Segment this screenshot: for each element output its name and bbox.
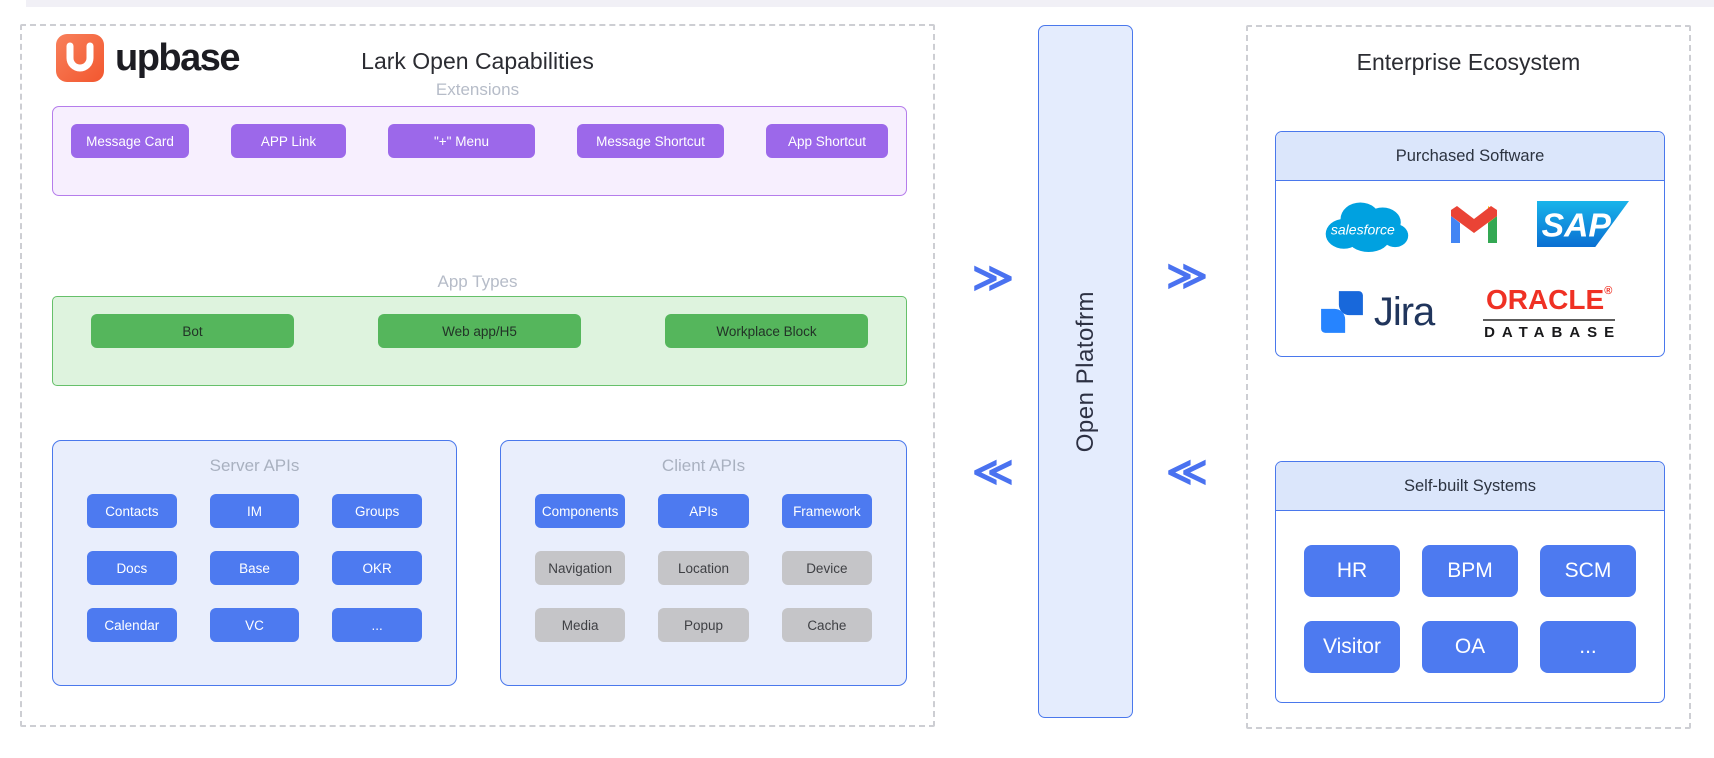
top-edge-strip: [26, 0, 1714, 7]
server-api-chip[interactable]: VC: [209, 608, 300, 642]
oracle-database-logo: ORACLE ® DATABASE: [1477, 284, 1621, 341]
client-api-chip[interactable]: Location: [658, 551, 749, 585]
client-apis-box: Client APIs Components APIs Framework Na…: [500, 440, 907, 686]
server-api-chip[interactable]: ...: [332, 608, 422, 642]
oracle-divider: [1483, 318, 1616, 321]
extensions-container: Message Card APP Link "+" Menu Message S…: [52, 106, 907, 196]
client-api-chip[interactable]: Popup: [658, 608, 749, 642]
system-button[interactable]: Visitor: [1304, 621, 1400, 673]
salesforce-logo: salesforce: [1325, 202, 1408, 253]
app-types-container: Bot Web app/H5 Workplace Block: [52, 296, 907, 386]
system-button[interactable]: SCM: [1540, 545, 1636, 597]
app-type-chip[interactable]: Bot: [91, 314, 294, 348]
client-api-chip[interactable]: APIs: [658, 494, 749, 528]
client-api-chip[interactable]: Framework: [781, 494, 872, 528]
double-arrow-right-icon: ≫: [972, 256, 1014, 300]
server-api-chip[interactable]: Contacts: [87, 494, 177, 528]
registered-mark: ®: [1604, 284, 1613, 297]
open-platform-label: Open Platofrm: [1071, 290, 1099, 453]
gmail-icon: [1451, 206, 1497, 243]
server-api-chip[interactable]: IM: [209, 494, 300, 528]
brand-name: upbase: [115, 36, 241, 79]
jira-icon: [1320, 291, 1363, 333]
server-api-chip[interactable]: Groups: [332, 494, 422, 528]
server-api-chip[interactable]: Calendar: [87, 608, 177, 642]
purchased-logo-row: Jira ORACLE ® DATABASE: [1276, 267, 1664, 356]
extension-chip[interactable]: APP Link: [231, 124, 346, 158]
extension-chip[interactable]: "+" Menu: [388, 124, 535, 158]
left-panel-title: Lark Open Capabilities: [361, 48, 594, 74]
oracle-database-label: DATABASE: [1484, 323, 1622, 341]
purchased-logo-row: salesforce SAP: [1276, 181, 1664, 267]
svg-text:salesforce: salesforce: [1330, 222, 1394, 238]
purchased-software-box: Purchased Software salesforce: [1275, 131, 1665, 357]
client-api-chip[interactable]: Navigation: [535, 551, 626, 585]
open-platform-box: Open Platofrm: [1038, 25, 1133, 718]
purchased-software-header: Purchased Software: [1276, 132, 1664, 181]
server-apis-title: Server APIs: [209, 456, 300, 475]
extensions-label: Extensions: [435, 80, 520, 99]
app-types-label: App Types: [437, 272, 518, 291]
svg-text:SAP: SAP: [1541, 206, 1611, 244]
server-api-chip[interactable]: OKR: [332, 551, 422, 585]
client-api-chip[interactable]: Device: [781, 551, 872, 585]
server-api-chip[interactable]: Base: [209, 551, 300, 585]
jira-logo: Jira: [1319, 289, 1435, 335]
double-arrow-right-icon: ≫: [1166, 254, 1208, 298]
app-type-chip[interactable]: Workplace Block: [665, 314, 868, 348]
server-api-chip[interactable]: Docs: [87, 551, 177, 585]
sap-logo: SAP: [1536, 201, 1629, 247]
enterprise-ecosystem-panel: Enterprise Ecosystem Purchased Software …: [1246, 25, 1691, 729]
server-apis-box: Server APIs Contacts IM Groups Docs Base…: [52, 440, 457, 686]
brand-logo: upbase: [56, 34, 241, 82]
client-api-chip[interactable]: Cache: [781, 608, 872, 642]
client-apis-grid: Components APIs Framework Navigation Loc…: [501, 476, 906, 642]
client-apis-title: Client APIs: [661, 456, 746, 475]
system-button[interactable]: OA: [1422, 621, 1518, 673]
oracle-wordmark: ORACLE ®: [1486, 284, 1612, 316]
server-apis-grid: Contacts IM Groups Docs Base OKR Calenda…: [53, 476, 456, 642]
extension-chip[interactable]: App Shortcut: [766, 124, 888, 158]
system-button[interactable]: BPM: [1422, 545, 1518, 597]
extension-chip[interactable]: Message Card: [71, 124, 189, 158]
self-built-systems-box: Self-built Systems HR BPM SCM Visitor OA…: [1275, 461, 1665, 703]
self-built-grid: HR BPM SCM Visitor OA ...: [1276, 511, 1664, 673]
extension-chip[interactable]: Message Shortcut: [577, 124, 724, 158]
self-built-header: Self-built Systems: [1276, 462, 1664, 511]
client-api-chip[interactable]: Media: [535, 608, 626, 642]
app-type-chip[interactable]: Web app/H5: [378, 314, 581, 348]
double-arrow-left-icon: ≪: [1166, 450, 1208, 494]
system-button[interactable]: HR: [1304, 545, 1400, 597]
jira-wordmark: Jira: [1373, 289, 1435, 334]
client-api-chip[interactable]: Components: [535, 494, 626, 528]
lark-capabilities-panel: upbase Lark Open Capabilities Extensions…: [20, 24, 935, 727]
double-arrow-left-icon: ≪: [972, 450, 1014, 494]
upbase-logo-icon: [56, 34, 104, 82]
enterprise-title: Enterprise Ecosystem: [1356, 49, 1581, 75]
oracle-text: ORACLE: [1485, 283, 1605, 315]
system-button[interactable]: ...: [1540, 621, 1636, 673]
